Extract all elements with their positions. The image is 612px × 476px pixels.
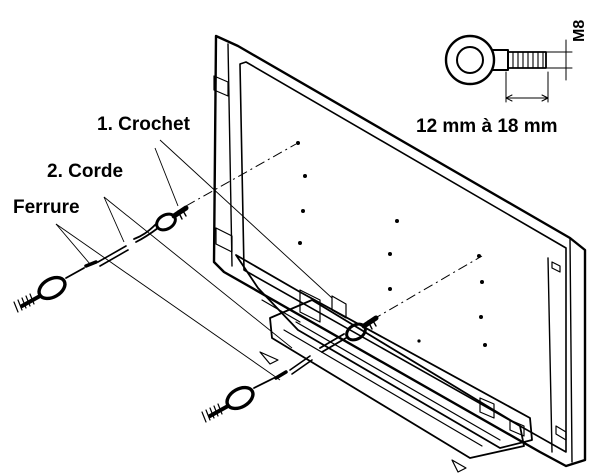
label-length-range: 12 mm à 18 mm <box>416 116 558 137</box>
lower-clamp-icon <box>274 370 288 380</box>
upper-eye-bolt-icon <box>155 205 189 232</box>
leader-lines <box>55 139 333 381</box>
upper-clamp-icon <box>84 260 98 268</box>
lower-rope <box>289 333 347 375</box>
lower-hanging-assembly <box>201 315 379 423</box>
upper-hanging-assembly <box>13 205 189 313</box>
lower-wall-screw-icon <box>201 377 275 423</box>
upper-rope <box>97 223 159 267</box>
label-ferrure: Ferrure <box>13 197 80 218</box>
label-corde: 2. Corde <box>47 161 123 182</box>
eye-bolt-detail <box>444 34 573 103</box>
screw-holes <box>296 141 487 347</box>
lower-eye-bolt-icon <box>345 315 379 342</box>
alignment-lines <box>185 143 483 321</box>
label-thread-size: M8 <box>571 20 588 42</box>
label-crochet: 1. Crochet <box>97 114 191 135</box>
upper-wall-screw-icon <box>13 267 85 313</box>
display-panel <box>212 34 587 473</box>
